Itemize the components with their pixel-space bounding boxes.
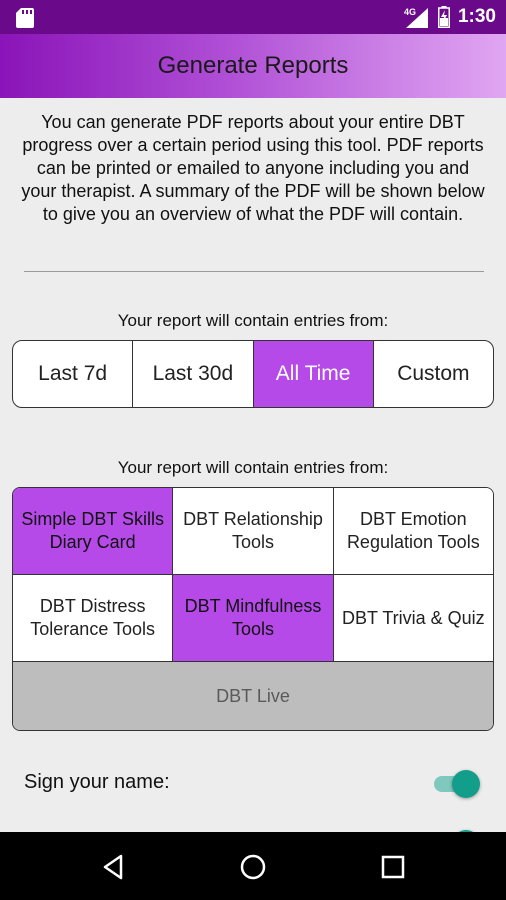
period-last-7d-button[interactable]: Last 7d <box>13 341 134 407</box>
divider <box>24 271 484 272</box>
tool-dbt-emotion-regulation-tools[interactable]: DBT Emotion Regulation Tools <box>333 488 493 574</box>
tool-dbt-distress-tolerance-tools[interactable]: DBT Distress Tolerance Tools <box>13 575 174 661</box>
period-label: Your report will contain entries from: <box>117 311 389 330</box>
sd-card-icon <box>16 8 34 28</box>
home-icon[interactable] <box>238 852 268 882</box>
battery-icon <box>437 6 450 28</box>
sign-name-label: Sign your name: <box>24 771 170 793</box>
intro-text: You can generate PDF reports about your … <box>21 112 485 224</box>
back-icon[interactable] <box>98 852 128 882</box>
signal-icon: 4G <box>404 7 428 28</box>
tools-grid: Simple DBT Skills Diary Card DBT Relatio… <box>12 487 494 731</box>
tools-label: Your report will contain entries from: <box>117 458 389 477</box>
network-type: 4G <box>404 7 416 17</box>
sign-name-toggle[interactable] <box>434 770 480 798</box>
page-title: Generate Reports <box>157 52 349 79</box>
period-last-30d-button[interactable]: Last 30d <box>133 341 254 407</box>
tool-dbt-live[interactable]: DBT Live <box>13 662 493 730</box>
app-bar: Generate Reports <box>0 34 506 98</box>
recents-icon[interactable] <box>378 852 408 882</box>
tool-dbt-relationship-tools[interactable]: DBT Relationship Tools <box>173 488 334 574</box>
period-selector: Last 7d Last 30d All Time Custom <box>12 340 494 408</box>
tool-dbt-mindfulness-tools[interactable]: DBT Mindfulness Tools <box>173 575 334 661</box>
period-custom-button[interactable]: Custom <box>397 362 470 385</box>
period-all-time-button[interactable]: All Time <box>253 341 374 407</box>
toggle-knob <box>452 770 480 798</box>
tool-simple-dbt-diary-card[interactable]: Simple DBT Skills Diary Card <box>13 488 174 574</box>
tool-dbt-trivia-quiz[interactable]: DBT Trivia & Quiz <box>333 575 493 661</box>
status-bar: 4G 1:30 <box>0 0 506 34</box>
navigation-bar <box>0 832 506 900</box>
tools-row: DBT Distress Tolerance Tools DBT Mindful… <box>13 575 493 662</box>
status-time: 1:30 <box>457 6 496 27</box>
tools-row: Simple DBT Skills Diary Card DBT Relatio… <box>13 488 493 575</box>
